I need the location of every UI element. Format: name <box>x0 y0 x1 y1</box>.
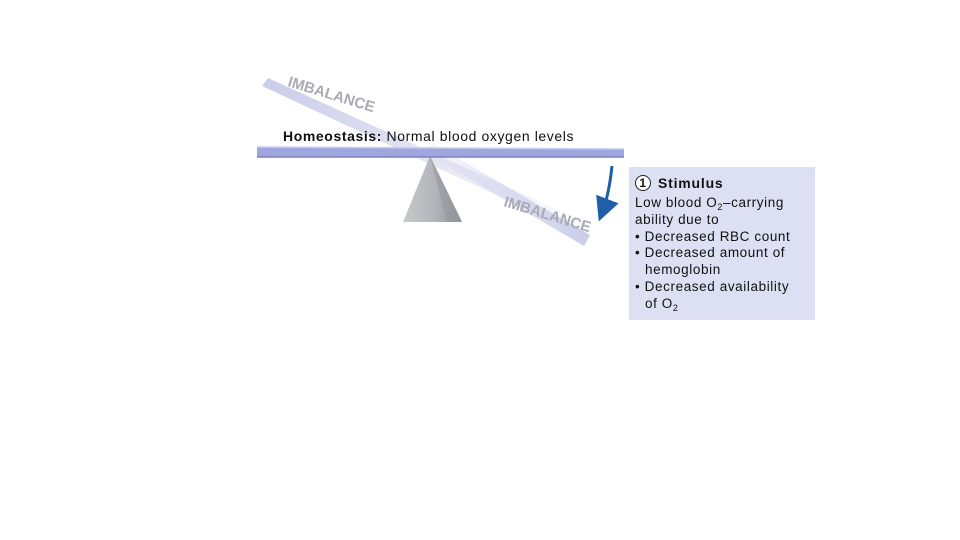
stimulus-line-7: of O2 <box>645 295 679 313</box>
stimulus-line-5: hemoglobin <box>645 262 721 278</box>
stimulus-line-2: ability due to <box>635 211 720 227</box>
stimulus-header: 1 Stimulus <box>635 173 815 193</box>
ghost-beam-right-down <box>420 142 590 246</box>
homeostasis-caption: Homeostasis: Normal blood oxygen levels <box>283 128 574 144</box>
stimulus-line-6: • Decreased availability <box>635 278 790 294</box>
stimulus-line-1: Low blood O2–carrying <box>635 195 784 212</box>
homeostasis-text: Normal blood oxygen levels <box>386 128 575 144</box>
stimulus-arrow <box>596 165 619 222</box>
stimulus-line-3: • Decreased RBC count <box>635 228 791 244</box>
stimulus-box: 1 Stimulus Low blood O2–carrying ability… <box>629 167 815 320</box>
step-number-badge: 1 <box>635 175 651 191</box>
level-beam <box>257 147 624 157</box>
level-beam-highlight <box>256 146 625 150</box>
stimulus-title: Stimulus <box>658 174 724 191</box>
homeostasis-label: Homeostasis: <box>283 128 383 144</box>
imbalance-label-lower: IMBALANCE <box>502 194 593 237</box>
stimulus-line-4: • Decreased amount of <box>635 245 786 261</box>
fulcrum-shade <box>430 156 462 222</box>
